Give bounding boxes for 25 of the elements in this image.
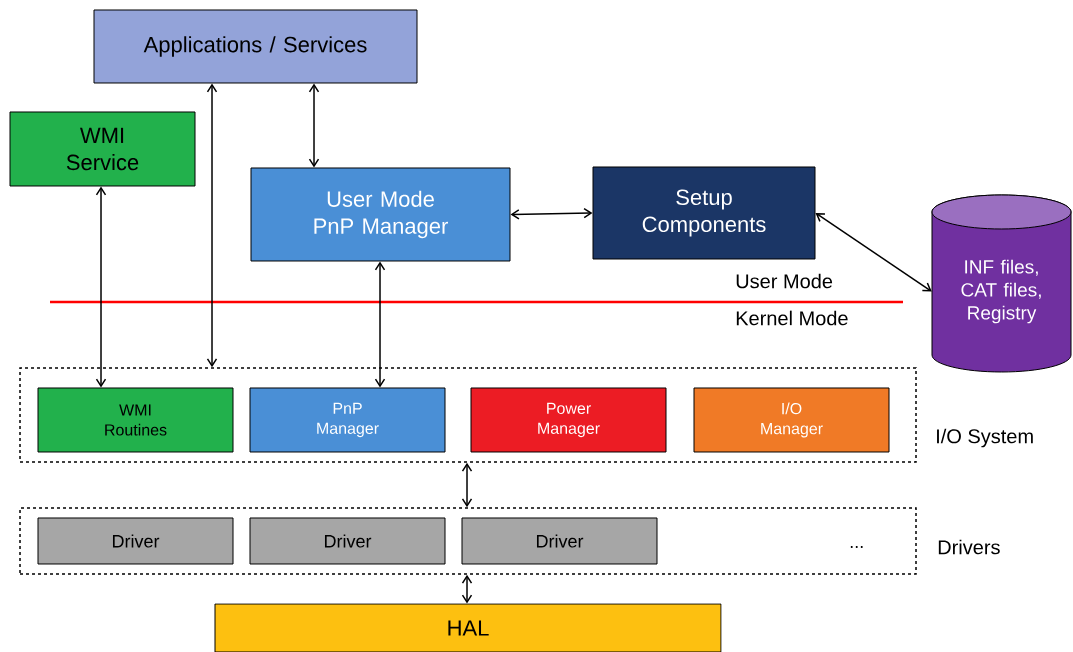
arrow — [815, 213, 932, 292]
process-box: Driver — [37, 517, 234, 565]
process-box: HAL — [214, 603, 722, 652]
mode-label: Kernel Mode — [736, 310, 848, 326]
arrow — [95, 186, 107, 388]
process-box: Power Manager — [470, 387, 667, 453]
arrow — [461, 462, 473, 508]
arrow — [308, 83, 320, 168]
process-box: User Mode PnP Manager — [250, 167, 511, 262]
process-box: Driver — [461, 517, 658, 565]
arrow — [510, 207, 593, 220]
process-box: Driver — [249, 517, 446, 565]
arrow — [461, 574, 473, 604]
node-label: Drivers — [938, 539, 1000, 555]
arrow — [374, 261, 386, 388]
process-box: WMI Routines — [37, 387, 234, 453]
database-cylinder: INF files, CAT files, Registry — [931, 194, 1072, 373]
process-box: WMI Service — [9, 111, 196, 187]
process-box: PnP Manager — [249, 387, 446, 453]
process-box: Applications / Services — [93, 9, 418, 84]
arrow — [206, 83, 218, 368]
process-box: Setup Components — [592, 166, 816, 260]
ellipsis: ... — [850, 546, 863, 548]
process-box: I/O Manager — [693, 387, 890, 453]
node-label: I/O System — [937, 428, 1033, 448]
